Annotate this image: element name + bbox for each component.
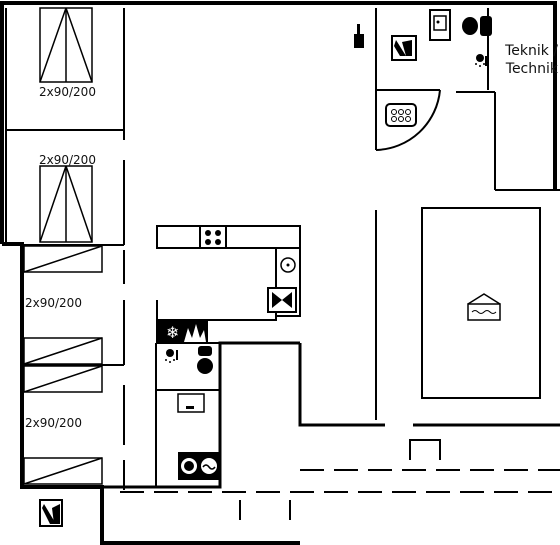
hand-pump-icon: [354, 24, 364, 48]
bed-icon: [23, 365, 103, 485]
bed-label: 2x90/200: [25, 416, 82, 430]
bed-label: 2x90/200: [25, 296, 82, 310]
interior-walls: [5, 8, 560, 490]
hob-icon: [199, 225, 227, 249]
bed-icon: [23, 245, 103, 365]
fridge-freezer-icon: ❄: [156, 320, 208, 344]
svg-text:❄: ❄: [166, 323, 179, 342]
technic-room-label: Teknik / Technik: [494, 42, 558, 78]
bed-icon: [39, 7, 93, 83]
shower-icon: [475, 54, 487, 67]
washer-dryer-icon: [178, 452, 220, 480]
sink-icon: [429, 9, 451, 41]
sink-icon: [177, 393, 205, 413]
technic-room-label-line1: Teknik /: [505, 43, 558, 59]
technic-room-label-line2: Technik: [505, 61, 558, 77]
toilet-icon: [197, 346, 213, 374]
terrace-outline: [120, 469, 560, 520]
sink-icon: [280, 257, 296, 273]
bathtub-icon: [391, 35, 417, 61]
toilet-icon: [462, 16, 492, 36]
bed-icon: [39, 165, 93, 243]
door-swing: [375, 89, 441, 151]
bed-label: 2x90/200: [39, 153, 96, 167]
fireplace-icon: [267, 287, 297, 313]
bed-label: 2x90/200: [39, 85, 96, 99]
swimming-pool-icon: [421, 207, 541, 399]
sauna-icon: [385, 103, 417, 127]
wine-icon: [39, 499, 63, 527]
shower-icon: [165, 349, 178, 363]
pool-step: [409, 439, 441, 460]
